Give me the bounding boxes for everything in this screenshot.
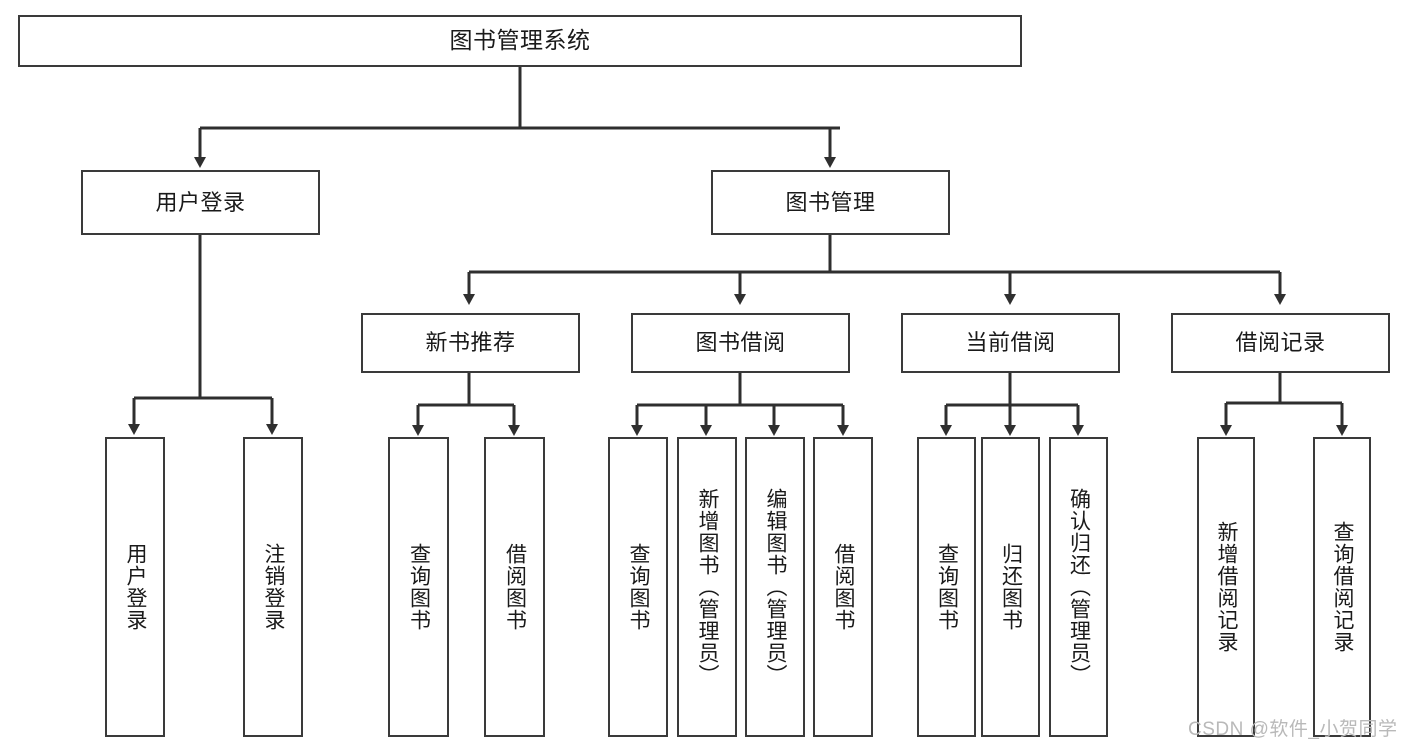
node-label: 借阅记录	[1235, 330, 1326, 356]
node-user-login[interactable]: 用户登录	[81, 170, 320, 235]
node-label: 借阅图书	[503, 543, 527, 631]
leaf-recommend-borrow-book[interactable]: 借阅图书	[484, 437, 545, 737]
node-label: 新增借阅记录	[1215, 521, 1239, 653]
leaf-borrow-borrow-book[interactable]: 借阅图书	[813, 437, 873, 737]
node-label: 查询图书	[935, 543, 959, 631]
csdn-watermark: CSDN @软件_小贺同学	[1188, 719, 1398, 740]
node-label: 新增图书（管理员）	[696, 488, 720, 686]
node-book-borrow[interactable]: 图书借阅	[631, 313, 850, 373]
node-new-book-recommend[interactable]: 新书推荐	[361, 313, 580, 373]
leaf-borrow-edit-book-admin[interactable]: 编辑图书（管理员）	[745, 437, 805, 737]
leaf-current-return-book[interactable]: 归还图书	[981, 437, 1040, 737]
leaf-user-login-signout[interactable]: 注销登录	[243, 437, 303, 737]
node-label: 新书推荐	[425, 330, 516, 356]
node-label: 图书管理	[785, 189, 876, 215]
leaf-current-confirm-return-admin[interactable]: 确认归还（管理员）	[1049, 437, 1108, 737]
leaf-user-login-signin[interactable]: 用户登录	[105, 437, 165, 737]
node-label: 用户登录	[155, 189, 246, 215]
node-label: 查询借阅记录	[1331, 521, 1355, 653]
node-label: 归还图书	[999, 543, 1023, 631]
node-label: 当前借阅	[965, 330, 1056, 356]
node-label: 查询图书	[627, 543, 651, 631]
node-label: 图书管理系统	[449, 27, 591, 54]
node-label: 图书借阅	[695, 330, 786, 356]
leaf-record-query-record[interactable]: 查询借阅记录	[1313, 437, 1371, 737]
leaf-current-query-book[interactable]: 查询图书	[917, 437, 976, 737]
node-label: 借阅图书	[832, 543, 856, 631]
node-label: 查询图书	[407, 543, 431, 631]
leaf-record-add-record[interactable]: 新增借阅记录	[1197, 437, 1255, 737]
node-book-management[interactable]: 图书管理	[711, 170, 950, 235]
node-borrow-record[interactable]: 借阅记录	[1171, 313, 1390, 373]
node-label: 编辑图书（管理员）	[764, 488, 788, 686]
node-current-borrow[interactable]: 当前借阅	[901, 313, 1120, 373]
node-label: 注销登录	[262, 543, 286, 631]
node-root-system[interactable]: 图书管理系统	[18, 15, 1022, 67]
leaf-recommend-query-book[interactable]: 查询图书	[388, 437, 449, 737]
leaf-borrow-query-book[interactable]: 查询图书	[608, 437, 668, 737]
node-label: 确认归还（管理员）	[1067, 488, 1091, 686]
leaf-borrow-add-book-admin[interactable]: 新增图书（管理员）	[677, 437, 737, 737]
node-label: 用户登录	[124, 543, 148, 631]
